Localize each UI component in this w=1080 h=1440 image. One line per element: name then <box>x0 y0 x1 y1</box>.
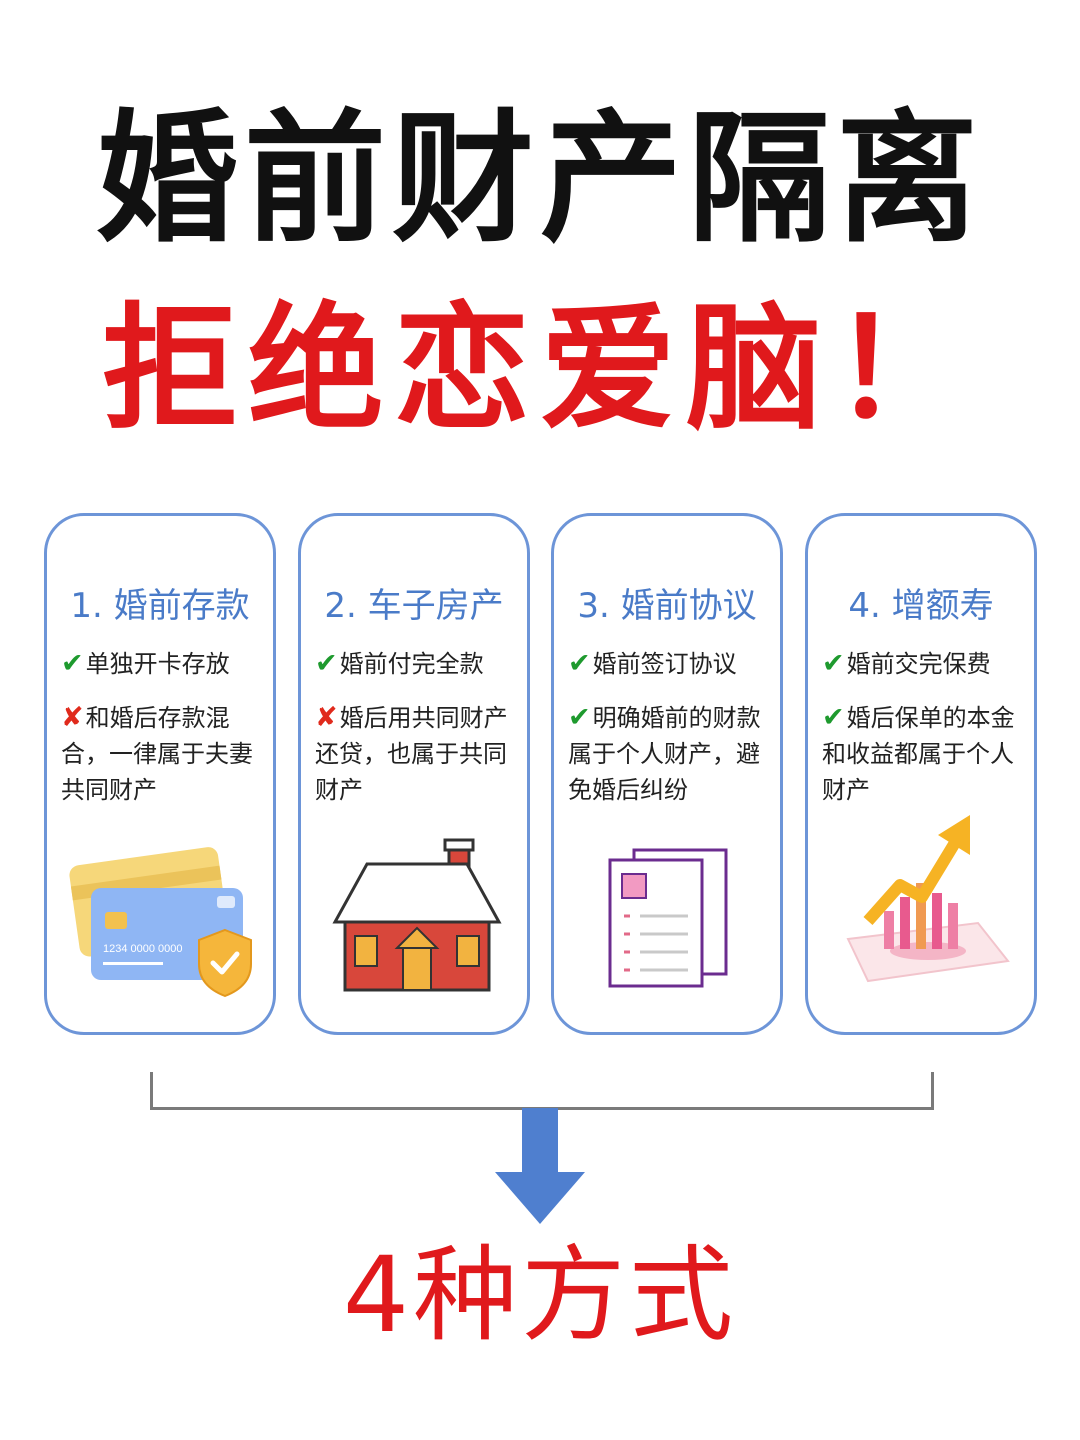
check-icon: ✔ <box>822 702 845 733</box>
check-icon: ✔ <box>61 648 84 679</box>
card-prenup: 3. 婚前协议 ✔婚前签订协议 ✔明确婚前的财款属于个人财产，避免婚后纠纷 <box>551 513 783 1035</box>
item-text: 单独开卡存放 <box>85 650 230 678</box>
list-item: ✔婚前交完保费 <box>822 646 1026 682</box>
card-title: 4. 增额寿 <box>848 586 994 626</box>
arrow-down-icon <box>495 1108 585 1224</box>
card-title: 1. 婚前存款 <box>70 586 250 626</box>
house-icon <box>332 838 502 992</box>
check-icon: ✔ <box>822 648 845 679</box>
card-savings: 1. 婚前存款 ✔单独开卡存放 ✘和婚后存款混合，一律属于夫妻共同财产 1234… <box>44 513 276 1035</box>
page-subtitle: 拒绝恋爱脑！ <box>102 291 978 449</box>
document-icon <box>608 848 728 988</box>
list-item: ✔婚后保单的本金和收益都属于个人财产 <box>822 700 1026 808</box>
item-text: 婚前签订协议 <box>592 650 737 678</box>
item-text: 婚后保单的本金和收益都属于个人财产 <box>822 704 1015 804</box>
check-icon: ✔ <box>568 648 591 679</box>
item-text: 明确婚前的财款属于个人财产，避免婚后纠纷 <box>568 704 761 804</box>
card-title: 2. 车子房产 <box>324 586 504 626</box>
list-item: ✔单独开卡存放 <box>61 646 265 682</box>
list-item: ✘和婚后存款混合，一律属于夫妻共同财产 <box>61 700 265 808</box>
item-text: 和婚后存款混合，一律属于夫妻共同财产 <box>61 704 253 804</box>
check-icon: ✔ <box>315 648 338 679</box>
cross-icon: ✘ <box>315 702 338 733</box>
list-item: ✔婚前付完全款 <box>315 646 519 682</box>
list-item: ✔婚前签订协议 <box>568 646 772 682</box>
check-icon: ✔ <box>568 702 591 733</box>
card-number: 1234 0000 0000 <box>103 943 183 955</box>
card-increasing-life-insurance: 4. 增额寿 ✔婚前交完保费 ✔婚后保单的本金和收益都属于个人财产 <box>805 513 1037 1035</box>
item-text: 婚前交完保费 <box>846 650 991 678</box>
cross-icon: ✘ <box>61 702 84 733</box>
list-item: ✔明确婚前的财款属于个人财产，避免婚后纠纷 <box>568 700 772 808</box>
summary-text: 4种方式 <box>342 1234 738 1356</box>
card-title: 3. 婚前协议 <box>577 586 757 626</box>
item-text: 婚前付完全款 <box>339 650 484 678</box>
bracket-connector <box>150 1072 934 1110</box>
list-item: ✘婚后用共同财产还贷，也属于共同财产 <box>315 700 519 808</box>
item-text: 婚后用共同财产还贷，也属于共同财产 <box>315 704 508 804</box>
page-title: 婚前财产隔离 <box>96 97 984 262</box>
growth-chart-icon <box>846 815 1010 983</box>
card-car-property: 2. 车子房产 ✔婚前付完全款 ✘婚后用共同财产还贷，也属于共同财产 <box>298 513 530 1035</box>
bank-card-shield-icon: 1234 0000 0000 <box>69 847 252 998</box>
